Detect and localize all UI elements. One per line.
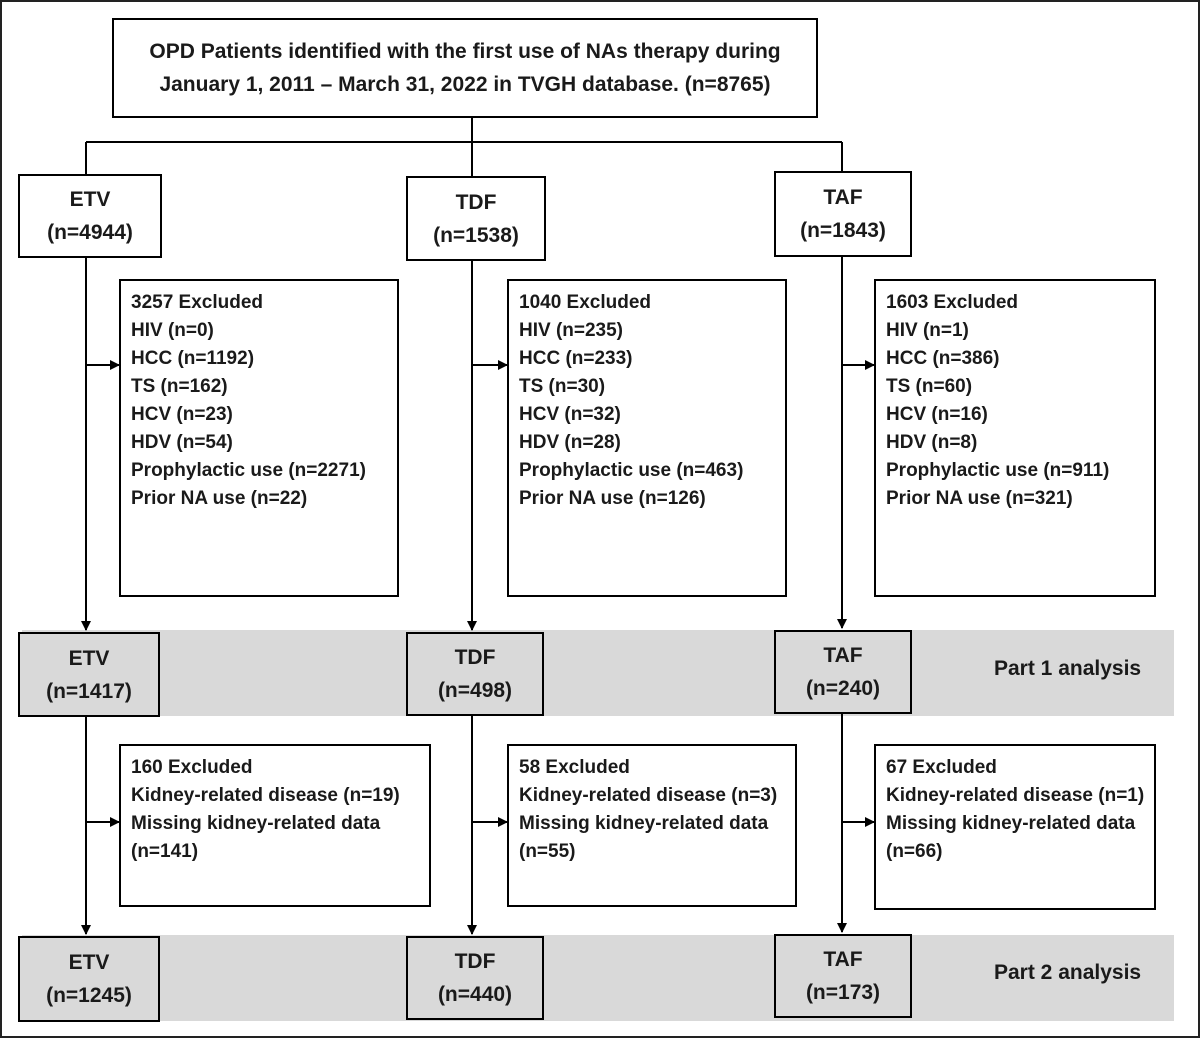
exclusion-hcv: HCV (n=23) — [131, 404, 233, 425]
exclusion-missing-kidney-data: Missing kidney-related data — [131, 813, 381, 834]
etv-part2-box: ETV (n=1245) — [18, 936, 160, 1022]
exclusion-missing-kidney-data: Missing kidney-related data — [886, 813, 1136, 834]
exclusion-prior-na: Prior NA use (n=321) — [886, 488, 1073, 509]
exclusion-total: 1040 Excluded — [519, 292, 652, 313]
exclusion-kidney-disease: Kidney-related disease (n=19) — [131, 785, 400, 806]
exclusion-hcc: HCC (n=386) — [886, 348, 1000, 369]
source-population-box: OPD Patients identified with the first u… — [112, 18, 818, 118]
etv-part1-box: ETV (n=1417) — [18, 632, 160, 717]
etv-exclusion-box-1: 3257 Excluded HIV (n=0) HCC (n=1192) TS … — [119, 279, 399, 597]
exclusion-prior-na: Prior NA use (n=22) — [131, 488, 308, 509]
exclusion-missing-kidney-count: (n=55) — [519, 841, 576, 862]
arm-name: TAF — [823, 186, 863, 209]
taf-exclusion-box-1: 1603 Excluded HIV (n=1) HCC (n=386) TS (… — [874, 279, 1156, 597]
exclusion-total: 58 Excluded — [519, 757, 630, 778]
source-line-1: OPD Patients identified with the first u… — [149, 40, 781, 63]
exclusion-hdv: HDV (n=8) — [886, 432, 978, 453]
arm-name: TAF — [823, 644, 863, 667]
exclusion-prophylactic: Prophylactic use (n=2271) — [131, 460, 366, 481]
part1-analysis-label: Part 1 analysis — [994, 657, 1142, 680]
exclusion-hiv: HIV (n=235) — [519, 320, 624, 341]
exclusion-hiv: HIV (n=0) — [131, 320, 214, 341]
arm-count: (n=498) — [437, 679, 513, 702]
part1-band — [22, 630, 1174, 716]
exclusion-missing-kidney-count: (n=66) — [886, 841, 943, 862]
tdf-part1-box: TDF (n=498) — [406, 632, 544, 716]
taf-initial-box: TAF (n=1843) — [774, 171, 912, 257]
exclusion-total: 67 Excluded — [886, 757, 997, 778]
exclusion-total: 1603 Excluded — [886, 292, 1019, 313]
exclusion-prophylactic: Prophylactic use (n=463) — [519, 460, 744, 481]
source-line-2: January 1, 2011 – March 31, 2022 in TVGH… — [159, 73, 771, 96]
exclusion-missing-kidney-count: (n=141) — [131, 841, 199, 862]
tdf-exclusion-box-1: 1040 Excluded HIV (n=235) HCC (n=233) TS… — [507, 279, 787, 597]
taf-exclusion-box-2: 67 Excluded Kidney-related disease (n=1)… — [874, 744, 1156, 910]
exclusion-hcc: HCC (n=1192) — [131, 348, 255, 369]
etv-initial-box: ETV (n=4944) — [18, 174, 162, 258]
tdf-initial-box: TDF (n=1538) — [406, 176, 546, 261]
arm-count: (n=240) — [805, 677, 881, 700]
arm-name: ETV — [69, 188, 111, 211]
arm-name: ETV — [68, 951, 110, 974]
arm-count: (n=4944) — [47, 221, 133, 244]
taf-part1-box: TAF (n=240) — [774, 630, 912, 714]
exclusion-ts: TS (n=162) — [131, 376, 228, 397]
exclusion-total: 3257 Excluded — [131, 292, 264, 313]
arm-name: TDF — [455, 190, 497, 214]
exclusion-hcc: HCC (n=233) — [519, 348, 633, 369]
tdf-part2-box: TDF (n=440) — [406, 936, 544, 1020]
arm-count: (n=1843) — [800, 219, 886, 242]
exclusion-kidney-disease: Kidney-related disease (n=3) — [519, 785, 778, 806]
arm-count: (n=1538) — [433, 223, 519, 247]
arm-count: (n=1245) — [46, 984, 132, 1007]
etv-exclusion-box-2: 160 Excluded Kidney-related disease (n=1… — [119, 744, 431, 907]
exclusion-hcv: HCV (n=16) — [886, 404, 988, 425]
exclusion-ts: TS (n=60) — [886, 376, 973, 397]
exclusion-missing-kidney-data: Missing kidney-related data — [519, 813, 769, 834]
arm-name: TDF — [454, 950, 496, 973]
exclusion-prior-na: Prior NA use (n=126) — [519, 488, 706, 509]
arm-count: (n=440) — [437, 983, 513, 1006]
exclusion-ts: TS (n=30) — [519, 376, 606, 397]
exclusion-hcv: HCV (n=32) — [519, 404, 621, 425]
tdf-exclusion-box-2: 58 Excluded Kidney-related disease (n=3)… — [507, 744, 797, 907]
taf-part2-box: TAF (n=173) — [774, 934, 912, 1018]
part2-analysis-label: Part 2 analysis — [994, 961, 1142, 984]
exclusion-kidney-disease: Kidney-related disease (n=1) — [886, 785, 1145, 806]
arm-count: (n=173) — [805, 981, 881, 1004]
exclusion-prophylactic: Prophylactic use (n=911) — [886, 460, 1110, 481]
exclusion-total: 160 Excluded — [131, 757, 253, 778]
part2-band — [22, 935, 1174, 1021]
arm-count: (n=1417) — [46, 679, 132, 703]
arm-name: ETV — [68, 646, 110, 670]
arm-name: TAF — [823, 948, 863, 971]
arm-name: TDF — [454, 646, 496, 669]
exclusion-hdv: HDV (n=54) — [131, 432, 233, 453]
exclusion-hdv: HDV (n=28) — [519, 432, 621, 453]
exclusion-hiv: HIV (n=1) — [886, 320, 969, 341]
